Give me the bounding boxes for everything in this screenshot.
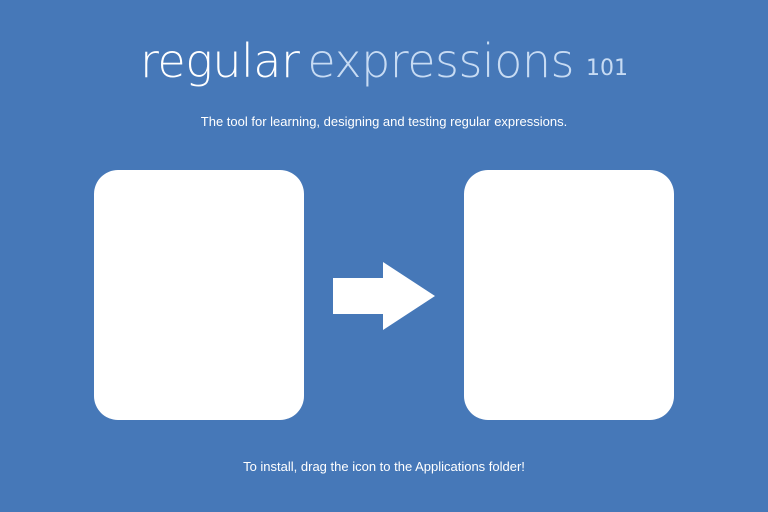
app-title-secondary: expressions bbox=[307, 34, 574, 88]
app-title-primary: regular bbox=[140, 34, 300, 88]
app-title-version: 101 bbox=[585, 56, 628, 81]
applications-folder-slot[interactable] bbox=[464, 170, 674, 420]
install-instruction: To install, drag the icon to the Applica… bbox=[243, 459, 525, 474]
app-tagline: The tool for learning, designing and tes… bbox=[200, 114, 568, 129]
app-icon-slot[interactable] bbox=[94, 170, 304, 420]
arrow-right-icon bbox=[333, 262, 435, 330]
